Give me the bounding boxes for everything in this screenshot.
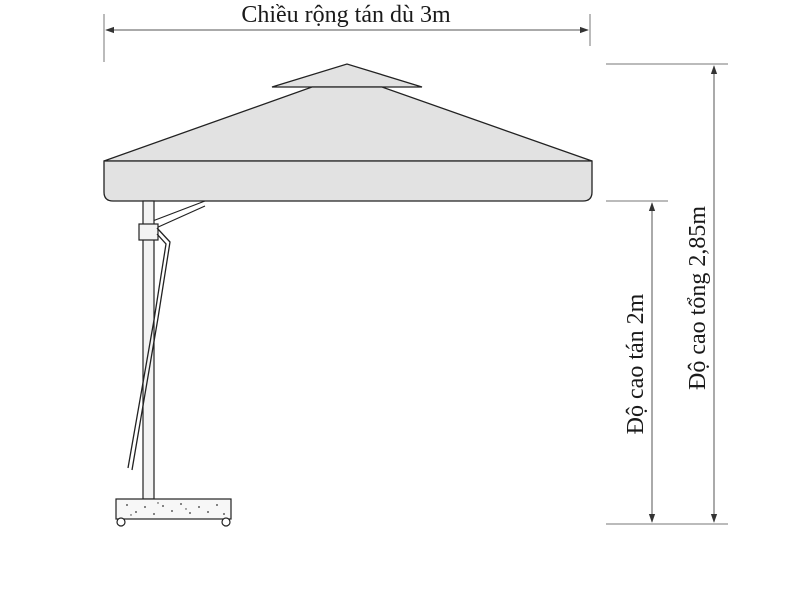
total-height-dimension: Độ cao tổng 2,85m: [685, 65, 718, 523]
hinge-joint: [138, 223, 159, 241]
canopy-valance: [103, 160, 593, 202]
width-dimension: Chiều rộng tán dù 3m: [103, 2, 591, 62]
umbrella-frame: [115, 200, 232, 527]
height-extensions: [606, 63, 728, 525]
total-height-label: Độ cao tổng 2,85m: [685, 206, 711, 390]
canopy-height-dimension: Độ cao tán 2m: [623, 202, 656, 523]
umbrella-canopy: [103, 63, 593, 202]
concrete-base: [115, 498, 232, 520]
crank-arm-inner: [127, 233, 167, 469]
canopy-vent: [271, 63, 423, 88]
canopy-height-label: Độ cao tán 2m: [623, 293, 649, 434]
canopy-roof: [103, 86, 593, 162]
support-bracket: [149, 200, 206, 229]
crank-arm-outer: [131, 227, 171, 471]
width-label: Chiều rộng tán dù 3m: [241, 2, 451, 28]
wheel-right: [221, 517, 231, 527]
base-texture: [126, 502, 225, 516]
wheel-left: [116, 517, 126, 527]
